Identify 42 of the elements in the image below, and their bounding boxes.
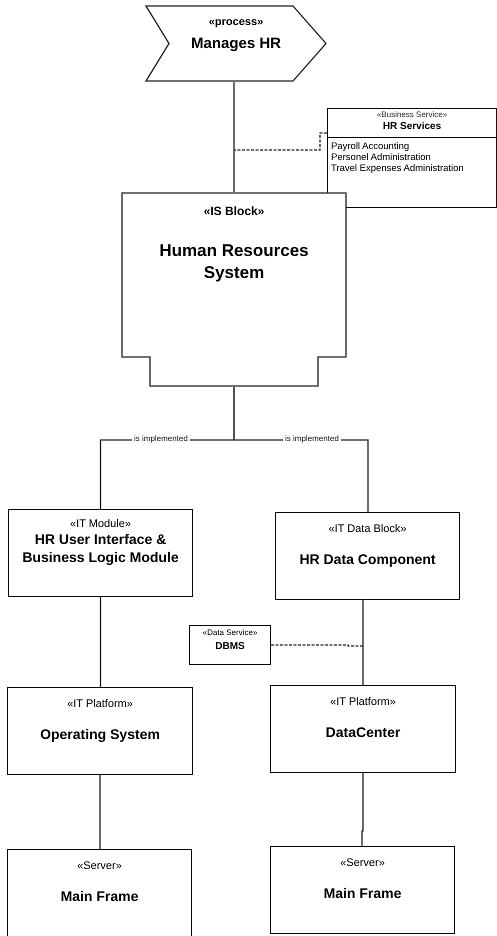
service-item: Payroll Accounting	[331, 141, 410, 152]
component-name: DataCenter	[326, 724, 400, 740]
stereotype-label: «IT Platform»	[330, 696, 396, 708]
service-box	[327, 108, 497, 208]
connector-line	[233, 82, 235, 192]
connector-line	[100, 597, 102, 687]
stereotype-label: «Server»	[340, 857, 385, 869]
stereotype-label: «process»	[208, 16, 264, 28]
component-name: HR Data Component	[299, 551, 436, 567]
stereotype-label: «Data Service»	[202, 628, 258, 637]
service-box	[189, 625, 271, 665]
stereotype-label: «Server»	[77, 860, 122, 872]
service-name: HR Services	[382, 121, 442, 132]
dashed-connector	[271, 644, 363, 647]
stereotype-label: «IT Module»	[70, 518, 131, 530]
stereotype-label: «IT Data Block»	[328, 523, 407, 535]
connector-line	[99, 775, 101, 849]
stereotype-label: «Business Service»	[376, 110, 448, 119]
system-name: Human Resources System	[158, 240, 310, 284]
service-name: DBMS	[215, 641, 245, 652]
stereotype-label: «IT Platform»	[67, 698, 133, 710]
process-name: Manages HR	[190, 35, 282, 52]
component-box	[275, 512, 460, 600]
component-box	[270, 685, 456, 773]
process-chevron	[145, 5, 327, 82]
service-item: Travel Expenses Administration	[331, 163, 465, 174]
component-name: Main Frame	[324, 885, 402, 901]
component-name: Main Frame	[60, 888, 138, 904]
stereotype-label: «IS Block»	[204, 204, 264, 218]
component-name: HR User Interface & Business Logic Module	[21, 530, 180, 566]
component-box	[7, 849, 192, 936]
component-box	[8, 509, 193, 597]
component-box	[7, 687, 193, 775]
connector-line	[361, 773, 364, 846]
connector-line	[362, 600, 364, 685]
component-name: Operating System	[40, 726, 160, 742]
edge-label: is implemented	[283, 434, 341, 443]
service-item: Personel Administration	[331, 152, 432, 163]
edge-label: is implemented	[132, 434, 190, 443]
dashed-connector	[234, 132, 327, 151]
component-box	[270, 846, 455, 934]
is-block-shape	[121, 192, 347, 387]
